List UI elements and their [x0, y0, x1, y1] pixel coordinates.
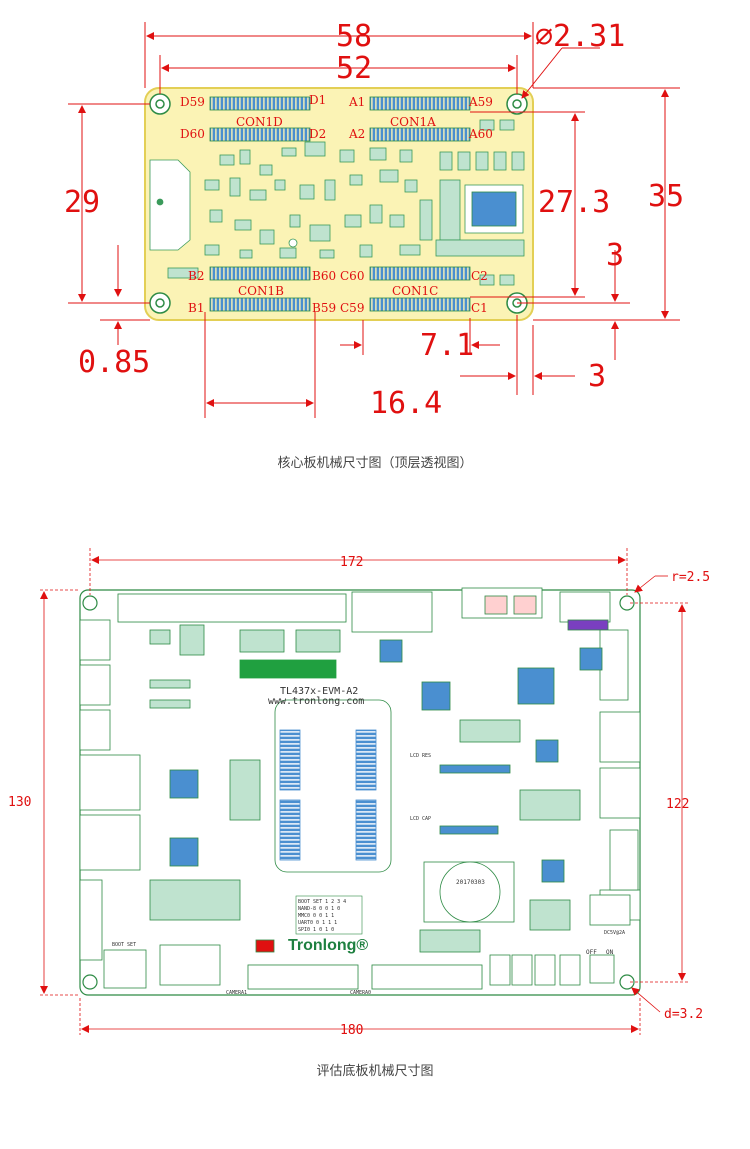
base-width-holes-label: 172 [340, 555, 363, 570]
pin-b59-label: B59 [312, 301, 336, 315]
core-width-outer-label: 58 [336, 19, 372, 54]
pin-a1-label: A1 [348, 95, 365, 109]
pin-d2-label: D2 [309, 127, 326, 141]
camera0-label: CAMERA0 [350, 990, 371, 996]
lcd-res-label: LCD RES [410, 753, 431, 759]
core-connector-gap-label: 7.1 [420, 328, 474, 363]
board-website-label: www.tronlong.com [268, 696, 364, 707]
core-hole-offset-bottom-label: 3 [588, 359, 606, 394]
core-board-caption: 核心板机械尺寸图（顶层透视图） [277, 456, 473, 471]
pin-b60-label: B60 [312, 269, 336, 283]
boot-table-row: SPI0 1 0 1 0 [298, 927, 334, 933]
boot-table-row: MMC0 0 0 1 1 [298, 913, 334, 919]
boot-table-row: NAND-8 0 0 1 0 [298, 906, 340, 912]
pin-a59-label: A59 [468, 95, 493, 109]
pin-b1-label: B1 [188, 301, 204, 315]
base-components [79, 587, 641, 990]
pin-b2-label: B2 [188, 269, 204, 283]
core-connector-span-label: 27.3 [538, 185, 610, 220]
core-connectors [209, 96, 471, 312]
pin-d1-label: D1 [309, 93, 326, 107]
board-model-label: TL437x-EVM-A2 [280, 686, 358, 697]
core-components [149, 119, 525, 286]
boot-table-row: BOOT SET 1 2 3 4 [298, 899, 346, 905]
base-board-diagram: TL437x-EVM-A2 www.tronlong.com Tronlong®… [8, 548, 710, 1038]
core-bottom-offset-label: 0.85 [78, 345, 150, 380]
boot-table-row: UART0 0 1 1 1 [298, 920, 337, 926]
core-board-diagram: CON1D CON1A CON1B CON1C D59 D60 D1 D2 A1… [64, 19, 684, 421]
lcd-cap-label: LCD CAP [410, 816, 431, 822]
con1a-label: CON1A [390, 115, 436, 129]
con1b-label: CON1B [238, 284, 284, 298]
pin-d59-label: D59 [180, 95, 205, 109]
date-code-label: 20170303 [456, 879, 485, 886]
pin-c2-label: C2 [471, 269, 488, 283]
boot-table: BOOT SET 1 2 3 4 NAND-8 0 0 1 0 MMC0 0 0… [295, 895, 363, 935]
core-mounting-holes [149, 93, 528, 314]
con1c-label: CON1C [392, 284, 438, 298]
core-hole-diameter-label: ∅2.31 [535, 19, 625, 54]
base-dimension-lines [40, 548, 690, 1035]
core-dimension-lines [68, 22, 680, 418]
core-connector-offset-label: 16.4 [370, 386, 442, 421]
base-board-caption: 评估底板机械尺寸图 [316, 1064, 434, 1079]
pin-a60-label: A60 [468, 127, 493, 141]
con1d-label: CON1D [236, 115, 283, 129]
core-height-holes-label: 29 [64, 185, 100, 220]
base-mounting-holes [82, 595, 635, 990]
off-label: OFF [586, 949, 597, 956]
pin-c60-label: C60 [340, 269, 364, 283]
core-width-holes-label: 52 [336, 51, 372, 86]
base-corner-radius-label: r=2.5 [671, 570, 710, 585]
base-height-outer-label: 130 [8, 795, 31, 810]
brand-logo-label: Tronlong® [288, 937, 368, 954]
boot-set-label: BOOT SET [112, 942, 136, 948]
on-label: ON [606, 949, 614, 956]
base-height-holes-label: 122 [666, 797, 689, 812]
power-label: DC5V@2A [604, 930, 625, 936]
base-width-outer-label: 180 [340, 1023, 363, 1038]
pin-c59-label: C59 [340, 301, 364, 315]
base-hole-diameter-label: d=3.2 [664, 1007, 703, 1022]
camera1-label: CAMERA1 [226, 990, 247, 996]
core-board-outline [144, 87, 534, 321]
pin-d60-label: D60 [180, 127, 205, 141]
pin-a2-label: A2 [348, 127, 365, 141]
pin-c1-label: C1 [471, 301, 488, 315]
core-height-outer-label: 35 [648, 179, 684, 214]
core-hole-offset-right-label: 3 [606, 238, 624, 273]
